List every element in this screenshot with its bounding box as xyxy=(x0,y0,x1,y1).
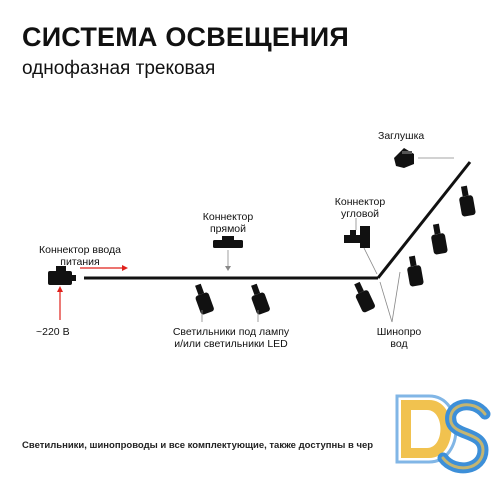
label-corner-connector-line1: Коннектор xyxy=(334,196,386,208)
ds-logo xyxy=(395,394,491,474)
lamp-3 xyxy=(354,281,375,313)
lamp-5 xyxy=(431,223,448,255)
pointer-corner-connector xyxy=(355,218,378,275)
label-busbar-line2: вод xyxy=(390,338,408,350)
lamp-2 xyxy=(251,283,270,315)
label-power-input: Коннектор ввода питания xyxy=(26,244,134,268)
corner-connector xyxy=(344,226,370,248)
power-arrow-right xyxy=(80,265,128,271)
track-rail xyxy=(84,161,472,280)
footer-note: Светильники, шинопроводы и все комплекту… xyxy=(22,440,374,451)
label-lamps-line1: Светильники под лампу xyxy=(172,326,290,338)
straight-connector xyxy=(213,236,243,248)
label-plug: Заглушка xyxy=(378,130,425,142)
label-straight-connector-line1: Коннектор xyxy=(202,211,254,223)
pointer-straight-connector xyxy=(225,250,231,271)
lamp-6 xyxy=(459,185,476,217)
label-power-input-line2: питания xyxy=(60,256,100,268)
lamp-4 xyxy=(407,255,424,287)
power-input-connector xyxy=(48,266,76,285)
label-voltage: ~220 В xyxy=(36,326,70,338)
label-straight-connector: Коннектор прямой xyxy=(198,211,258,235)
pointer-lamps xyxy=(201,310,259,322)
label-busbar: Шинопро вод xyxy=(374,326,424,350)
pointer-busbar xyxy=(379,271,401,323)
label-corner-connector-line2: угловой xyxy=(340,208,380,220)
label-corner-connector: Коннектор угловой xyxy=(330,196,390,220)
lamp-1 xyxy=(195,283,214,315)
label-straight-connector-line2: прямой xyxy=(209,223,247,235)
label-lamps-line2: и/или светильники LED xyxy=(174,338,288,350)
end-plug xyxy=(394,148,414,168)
label-power-input-line1: Коннектор ввода xyxy=(38,244,121,256)
label-busbar-line1: Шинопро xyxy=(376,326,422,338)
label-lamps: Светильники под лампу и/или светильники … xyxy=(168,326,294,350)
page-title: СИСТЕМА ОСВЕЩЕНИЯ xyxy=(22,22,349,52)
power-arrow-up xyxy=(57,286,63,320)
page-subtitle: однофазная трековая xyxy=(22,58,216,79)
